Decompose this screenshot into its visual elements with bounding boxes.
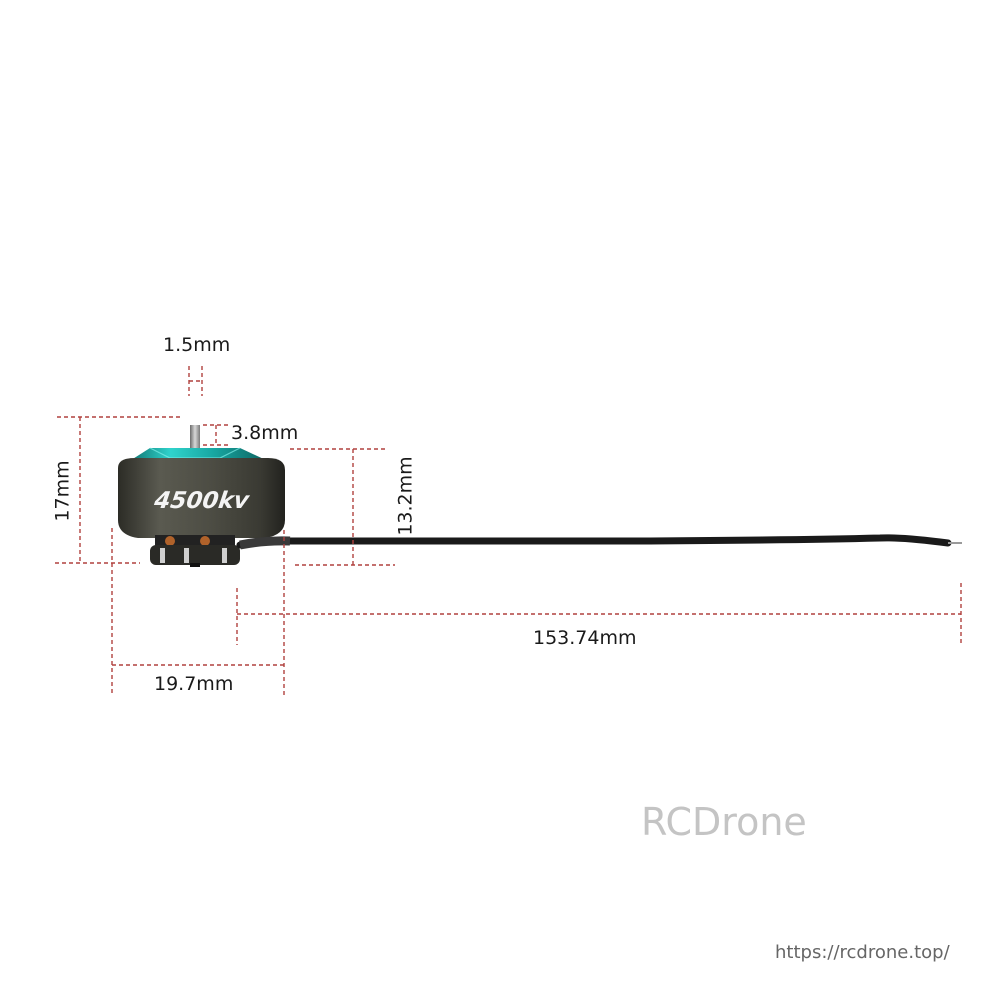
base-width-label: 19.7mm xyxy=(154,673,234,695)
motor-shaft xyxy=(190,425,200,455)
brand-watermark: RCDrone xyxy=(641,800,807,844)
total-height-label: 17mm xyxy=(51,460,74,522)
shaft-height-label: 3.8mm xyxy=(231,422,299,444)
motor-wire xyxy=(236,534,962,550)
motor-base xyxy=(150,545,240,565)
motor-bell xyxy=(118,458,285,538)
brushless-motor xyxy=(118,425,285,567)
wire-length-label: 153.74mm xyxy=(533,627,637,649)
kv-marking: 4500kv xyxy=(152,488,252,514)
website-url-watermark: https://rcdrone.top/ xyxy=(775,942,950,963)
dimension-lines xyxy=(55,366,962,695)
shaft-diameter-label: 1.5mm xyxy=(163,334,231,356)
bell-height-label: 13.2mm xyxy=(394,456,417,536)
